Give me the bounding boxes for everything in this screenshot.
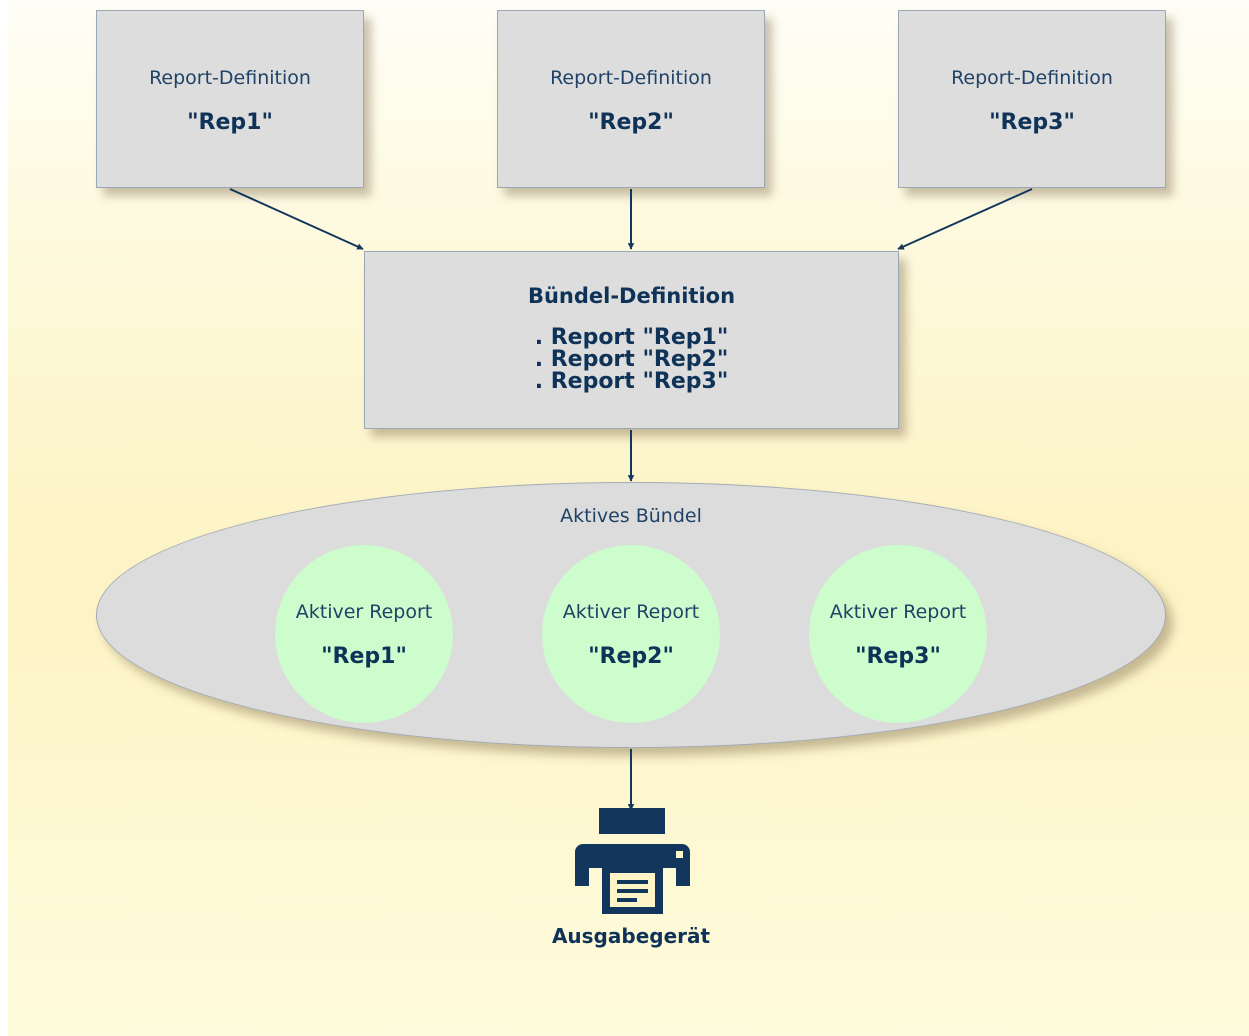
active-report-circle-1: Aktiver Report "Rep1" [275,545,453,723]
bundle-definition-title: Bündel-Definition [527,284,736,308]
active-report-circle-3: Aktiver Report "Rep3" [809,545,987,723]
arrow-rep1-to-bundle [229,188,364,250]
report-definition-name: "Rep3" [989,110,1075,135]
bundle-definition-box: Bündel-Definition . Report "Rep1" . Repo… [364,251,899,429]
bundle-report-line: . Report "Rep3" [534,369,729,394]
printer-icon [575,808,690,914]
bundle-definition-lines: . Report "Rep1" . Report "Rep2" . Report… [365,327,898,393]
bundle-report-line: . Report "Rep1" [534,325,729,350]
report-definition-box-1: Report-Definition "Rep1" [96,10,364,188]
active-report-label: Aktiver Report [562,601,700,623]
active-report-label: Aktiver Report [829,601,967,623]
active-report-name: "Rep1" [321,644,407,669]
report-definition-label: Report-Definition [149,67,311,89]
report-definition-label: Report-Definition [550,67,712,89]
output-device-label: Ausgabegerät [551,924,711,948]
report-definition-name: "Rep1" [187,110,273,135]
report-definition-box-3: Report-Definition "Rep3" [898,10,1166,188]
report-definition-label: Report-Definition [951,67,1113,89]
active-report-circle-2: Aktiver Report "Rep2" [542,545,720,723]
active-report-label: Aktiver Report [295,601,433,623]
active-bundle-label: Aktives Bündel [560,505,702,527]
report-definition-name: "Rep2" [588,110,674,135]
bundle-report-line: . Report "Rep2" [534,347,729,372]
arrow-rep3-to-bundle [897,188,1033,250]
active-report-name: "Rep2" [588,644,674,669]
report-definition-box-2: Report-Definition "Rep2" [497,10,765,188]
active-report-name: "Rep3" [855,644,941,669]
